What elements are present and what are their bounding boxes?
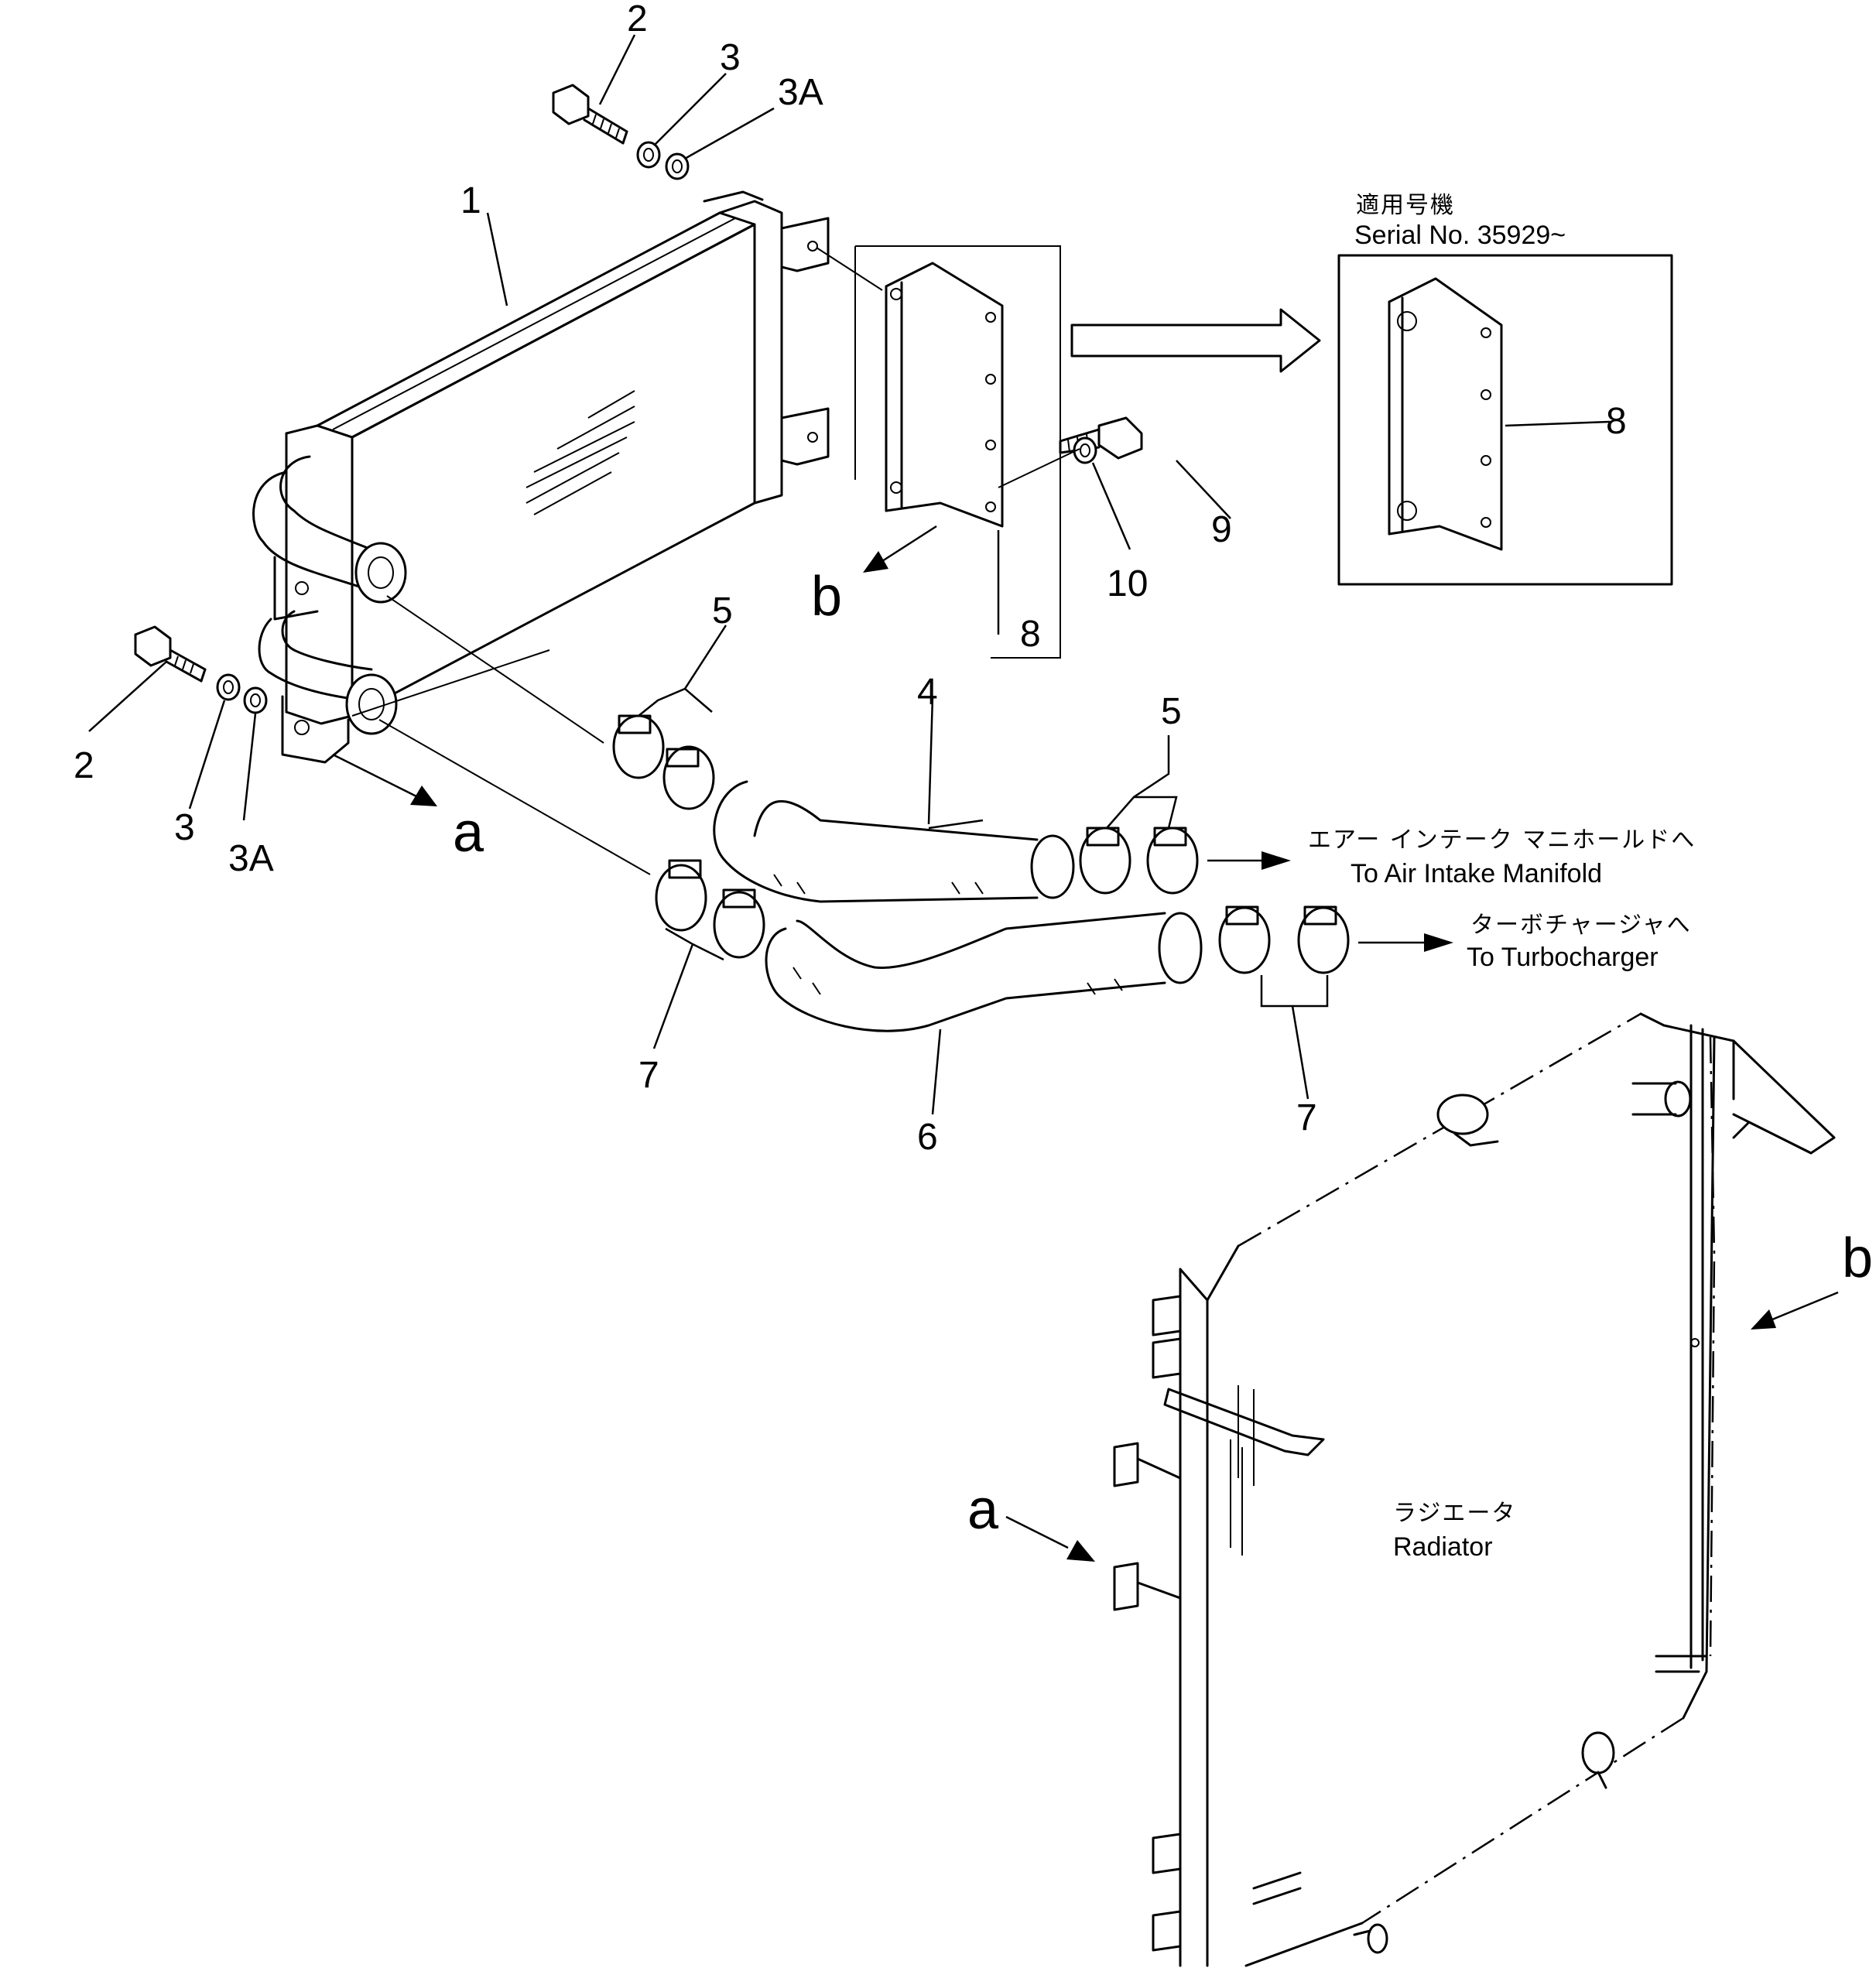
arrow-to-serial-box — [1070, 308, 1321, 373]
hose-4 — [713, 780, 1075, 903]
callout-3-top: 3 — [720, 37, 741, 78]
turbo-label-jp: ターボチャージャへ — [1470, 912, 1692, 939]
washer-10 — [1073, 436, 1097, 464]
clamp-pair-7-left — [655, 859, 765, 959]
washer-3-top — [636, 141, 661, 169]
callout-2-top: 2 — [627, 0, 648, 39]
callout-7-right: 7 — [1296, 1097, 1317, 1138]
washer-3-left — [216, 673, 241, 701]
callout-8-box: 8 — [1606, 401, 1627, 442]
clamp-pair-5-right — [1079, 827, 1199, 895]
callout-6: 6 — [917, 1117, 938, 1158]
callout-10: 10 — [1107, 563, 1148, 604]
callout-7-left: 7 — [638, 1055, 659, 1096]
clamp-pair-7-right — [1218, 905, 1350, 974]
bolt-left — [134, 625, 207, 683]
ref-letter-b-right: b — [1842, 1227, 1873, 1289]
air-intake-label-en: To Air Intake Manifold — [1351, 859, 1602, 888]
radiator-label-jp: ラジエータ — [1393, 1500, 1516, 1527]
callout-8-mid: 8 — [1020, 614, 1041, 655]
ref-letter-a-bottom: a — [967, 1479, 999, 1541]
centerline-upper — [386, 595, 604, 744]
fin-hatching — [525, 390, 635, 515]
callout-1: 1 — [460, 180, 481, 221]
callout-5-left: 5 — [712, 590, 733, 631]
callout-3a-left: 3A — [228, 838, 274, 879]
clamp-pair-5-left — [612, 714, 715, 810]
radiator — [1113, 1012, 1836, 1967]
radiator-label-en: Radiator — [1393, 1532, 1493, 1562]
aftercooler-core — [252, 190, 830, 764]
bracket-8-detail — [854, 245, 1061, 659]
serial-label-jp: 適用号機 — [1356, 192, 1455, 219]
bracket-8-serial — [1388, 277, 1503, 551]
turbo-label-en: To Turbocharger — [1467, 943, 1659, 972]
serial-detail-box — [1337, 254, 1673, 586]
callout-3a-top: 3A — [778, 72, 823, 113]
callout-2-left: 2 — [74, 745, 94, 786]
hose-6 — [765, 912, 1203, 1032]
serial-label-en: Serial No. 35929~ — [1354, 221, 1566, 250]
air-intake-label-jp: エアー インテーク マニホールドへ — [1308, 827, 1696, 854]
ref-letter-a-top: a — [453, 802, 484, 864]
centerline-lower — [378, 719, 651, 875]
washer-3a-top — [665, 152, 690, 180]
ref-letter-b-top: b — [811, 566, 842, 628]
callout-9: 9 — [1211, 509, 1232, 550]
callout-4: 4 — [917, 672, 938, 713]
washer-3a-left — [243, 686, 268, 714]
callout-5-right: 5 — [1161, 691, 1182, 732]
callout-3-left: 3 — [174, 807, 195, 848]
bolt-top — [552, 84, 628, 145]
